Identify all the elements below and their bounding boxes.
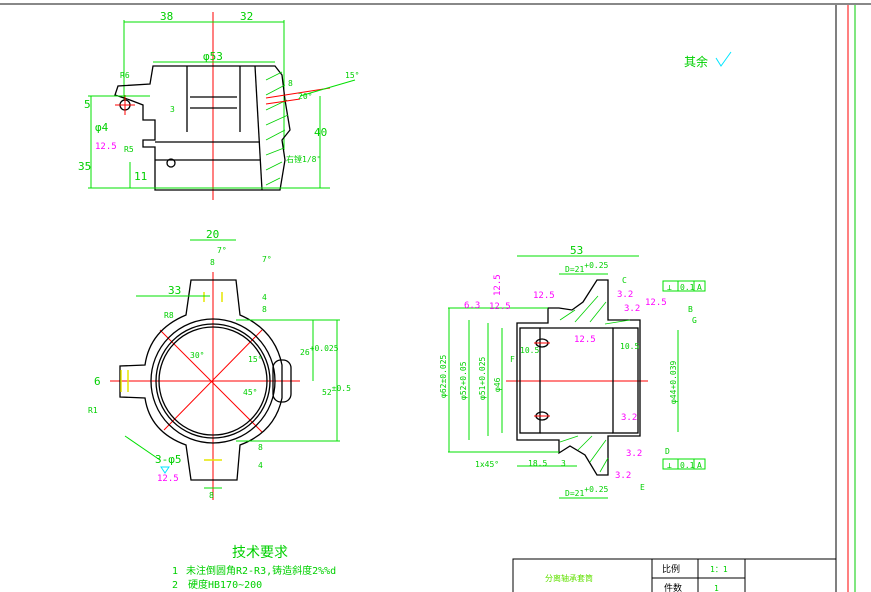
dim-phi52: φ52+0.05 — [459, 361, 468, 400]
dim-5: 5 — [84, 98, 91, 111]
roughness-value: 3.2 — [626, 449, 642, 459]
technical-requirements: 技术要求 1 未注倒圆角R2-R3,铸造斜度2%%d 2 硬度HB170~200 — [172, 545, 336, 591]
roughness-value: 6.3 — [464, 301, 480, 311]
dim-15deg: 15° — [248, 355, 262, 364]
dim-phi51: φ51+0.025 — [478, 356, 487, 400]
dim-53: 53 — [570, 244, 583, 257]
label-g: G — [692, 316, 697, 325]
dim-30deg: 30° — [190, 351, 204, 360]
dim-8-bottom: 8 — [209, 491, 214, 500]
roughness-value: 12.5 — [645, 298, 667, 308]
dim-11: 11 — [134, 170, 147, 183]
requirement-text: 硬度HB170~200 — [188, 578, 262, 591]
tolerance-value: 0.1 — [680, 283, 695, 292]
dim-d-bottom: D=21+0.25 — [565, 485, 609, 498]
requirement-num: 1 — [172, 566, 178, 577]
roughness-12-5: 12.5 — [95, 142, 117, 152]
dim-8-top: 8 — [210, 258, 215, 267]
rest-roughness-note: 其余 — [684, 51, 732, 69]
dim-phi4: φ4 — [95, 121, 109, 134]
roughness-value: 3.2 — [615, 471, 631, 481]
top-view: 38 32 φ53 5 35 R6 φ4 12.5 R5 11 — [78, 10, 359, 200]
roughness-value: 12.5 — [493, 274, 503, 296]
dim-32: 32 — [240, 10, 253, 23]
label-e: E — [640, 483, 645, 492]
dim-r5: R5 — [124, 145, 134, 154]
chamfer-note: 1x45° — [475, 460, 499, 469]
dim-38: 38 — [160, 10, 173, 23]
qty-value: 1 — [714, 584, 719, 592]
scale-value: 1：1 — [710, 565, 728, 574]
label-c: C — [622, 276, 627, 285]
dim-4-top: 4 — [262, 293, 267, 302]
label-f: F — [510, 355, 515, 364]
dim-20: 20 — [206, 228, 219, 241]
requirement-num: 2 — [172, 580, 178, 591]
tolerance-value: 0.1 — [680, 461, 695, 470]
dim-phi46: φ46 — [493, 377, 502, 392]
dim-40: 40 — [314, 126, 327, 139]
tolerance-frame-top: ⊥ 0.1 A — [662, 280, 706, 292]
dim-8: 8 — [288, 79, 293, 88]
dim-52-tol: 52±0.5 — [322, 384, 351, 397]
dim-3-phi5: 3-φ5 — [155, 453, 182, 466]
dim-6: 6 — [94, 375, 101, 388]
dim-r1: R1 — [88, 406, 98, 415]
requirements-title: 技术要求 — [232, 545, 288, 561]
datum-label: A — [697, 283, 702, 292]
roughness-value: 12.5 — [489, 302, 511, 312]
dim-35: 35 — [78, 160, 91, 173]
dim-r6: R6 — [120, 71, 130, 80]
dim-10-5-left: 10.5 — [520, 346, 539, 355]
dim-33: 33 — [168, 284, 181, 297]
dim-phi62: φ62±0.025 — [439, 354, 448, 398]
roughness-value: 12.5 — [574, 335, 596, 345]
dim-3: 3 — [561, 459, 566, 468]
dim-10-5-right: 10.5 — [620, 342, 639, 351]
roughness-value: 12.5 — [533, 291, 555, 301]
front-view: 20 7° 7° 8 33 4 8 R8 30° 15° 45° 26+0.02… — [88, 228, 351, 500]
roughness-value: 3.2 — [617, 290, 633, 300]
roughness-12-5: 12.5 — [157, 474, 179, 484]
title-block: 分离轴承套筒 比例 1：1 件数 1 — [512, 558, 837, 592]
qty-label: 件数 — [664, 582, 682, 592]
dim-7deg-right: 7° — [262, 255, 272, 264]
dim-r8: R8 — [164, 311, 174, 320]
requirement-text: 未注倒圆角R2-R3,铸造斜度2%%d — [186, 564, 336, 577]
scale-label: 比例 — [662, 563, 680, 575]
dim-phi53: φ53 — [203, 50, 223, 63]
datum-label: A — [697, 461, 702, 470]
label-d: D — [665, 447, 670, 456]
roughness-icon — [160, 466, 170, 474]
dim-8-right-bottom: 8 — [258, 443, 263, 452]
roughness-value: 3.2 — [621, 413, 637, 423]
label-b: B — [688, 305, 693, 314]
rest-roughness-label: 其余 — [684, 54, 708, 69]
thread-note: 右镗1/8" — [286, 154, 321, 164]
tolerance-frame-bottom: ⊥ 0.1 A — [662, 458, 706, 470]
dim-45deg: 45° — [243, 388, 257, 397]
dim-20deg: 20° — [298, 92, 312, 101]
dim-4-bottom: 4 — [258, 461, 263, 470]
dim-18-5: 18.5 — [528, 459, 547, 468]
dim-d-top: D=21+0.25 — [565, 261, 609, 274]
part-name: 分离轴承套筒 — [545, 573, 593, 583]
section-view: 53 D=21+0.25 D=21+0.25 φ62±0.025 φ52+0.0… — [439, 244, 706, 499]
dim-26-tol: 26+0.025 — [300, 344, 339, 357]
roughness-icon — [715, 51, 732, 67]
dim-8-right-top: 8 — [262, 305, 267, 314]
dim-3: 3 — [170, 105, 175, 114]
roughness-value: 3.2 — [624, 304, 640, 314]
perpendicularity-symbol: ⊥ — [667, 461, 672, 470]
dim-phi44: φ44+0.039 — [669, 360, 678, 404]
dim-15deg: 15° — [345, 71, 359, 80]
perpendicularity-symbol: ⊥ — [667, 283, 672, 292]
dim-7deg-left: 7° — [217, 246, 227, 255]
